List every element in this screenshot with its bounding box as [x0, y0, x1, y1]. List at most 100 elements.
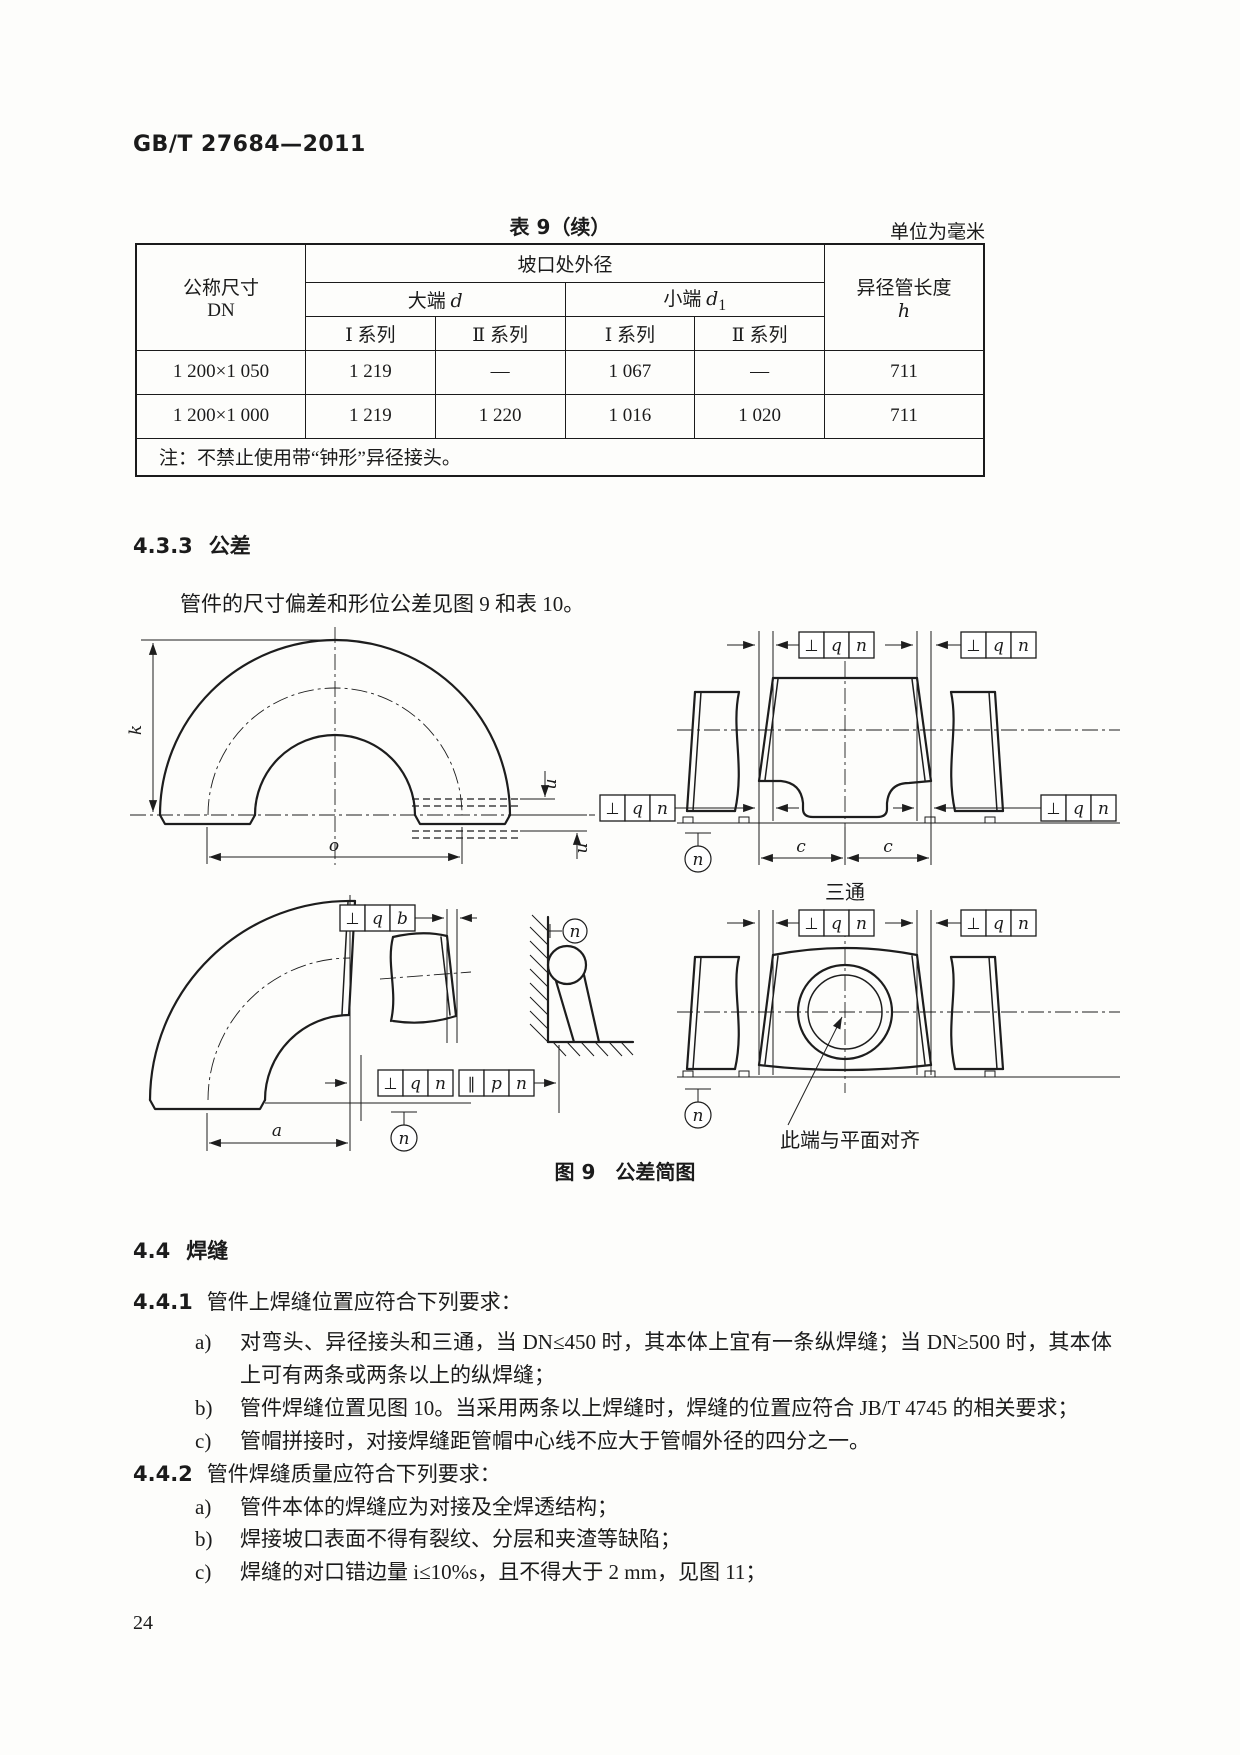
- datum-circle: n: [684, 832, 712, 873]
- svg-text:⊥: ⊥: [805, 636, 819, 655]
- svg-text:n: n: [856, 636, 867, 656]
- cell-s1: 1 067: [564, 349, 696, 395]
- col-header-big-end: 大端 d: [305, 281, 566, 317]
- figure-caption: 图 9 公差简图: [554, 1160, 696, 1184]
- cell-d1: 1 219: [305, 393, 436, 439]
- svg-text:n: n: [693, 1106, 704, 1126]
- svg-text:q: q: [993, 914, 1004, 934]
- table-note: 注：不禁止使用带“钟形”异径接头。: [135, 437, 985, 477]
- col-header-dn: 公称尺寸 DN: [135, 243, 306, 351]
- svg-text:n: n: [693, 850, 704, 870]
- cell-dn: 1 200×1 000: [135, 393, 306, 439]
- svg-text:⊥: ⊥: [346, 909, 360, 928]
- datum-circle: n: [390, 1111, 418, 1152]
- cell-d2: —: [434, 349, 566, 395]
- table-row: 1 200×1 000 1 219 1 220 1 016 1 020 711: [135, 393, 985, 439]
- col-header-series2: Ⅱ 系列: [694, 315, 825, 351]
- dim-label-k: k: [126, 725, 146, 735]
- list-item: c)管帽拼接时，对接焊缝距管帽中心线不应大于管帽外径的四分之一。: [195, 1429, 870, 1453]
- col-header-series2: Ⅱ 系列: [434, 315, 566, 351]
- dim-label-u: u: [541, 779, 561, 790]
- cell-s2: 1 020: [694, 393, 825, 439]
- datum-label: n: [570, 922, 581, 942]
- dim-label-c: c: [796, 837, 806, 857]
- svg-text:q: q: [632, 799, 643, 819]
- paragraph-4-3-3: 管件的尺寸偏差和形位公差见图 9 和表 10。: [180, 592, 585, 616]
- svg-text:q: q: [1073, 799, 1084, 819]
- col-header-length: 异径管长度 h: [824, 243, 985, 351]
- dim-label-a: a: [272, 1121, 282, 1141]
- svg-text:q: q: [831, 636, 842, 656]
- figure-9: k o u u: [126, 627, 1120, 1152]
- cell-s2: —: [694, 349, 825, 395]
- list-item: a)管件本体的焊缝应为对接及全焊透结构；: [195, 1495, 618, 1519]
- dim-label-c: c: [883, 837, 893, 857]
- svg-text:b: b: [397, 909, 408, 929]
- svg-text:n: n: [399, 1129, 410, 1149]
- cell-s1: 1 016: [564, 393, 696, 439]
- col-header-series1: Ⅰ 系列: [305, 315, 436, 351]
- svg-text:⊥: ⊥: [967, 914, 981, 933]
- svg-text:q: q: [372, 909, 383, 929]
- page-number: 24: [133, 1612, 153, 1634]
- svg-text:⊥: ⊥: [606, 799, 620, 818]
- cell-h: 711: [824, 349, 985, 395]
- standard-code: GB/T 27684—2011: [133, 132, 366, 157]
- svg-text:n: n: [856, 914, 867, 934]
- cell-dn: 1 200×1 050: [135, 349, 306, 395]
- table-note-row: 注：不禁止使用带“钟形”异径接头。: [135, 437, 985, 477]
- svg-text:⊥: ⊥: [1047, 799, 1061, 818]
- svg-text:q: q: [410, 1074, 421, 1094]
- svg-text:n: n: [1098, 799, 1109, 819]
- svg-text:q: q: [993, 636, 1004, 656]
- datum-circle: n: [684, 1088, 712, 1129]
- svg-text:n: n: [1018, 914, 1029, 934]
- dim-label-u: u: [572, 843, 592, 854]
- table-title: 表 9（续）: [509, 215, 611, 239]
- col-header-groove-od: 坡口处外径: [305, 243, 825, 283]
- figure-tee-side: 此端与平面对齐: [677, 910, 1120, 1152]
- svg-text:q: q: [831, 914, 842, 934]
- figure-tee-front: c c 三通: [675, 631, 1120, 904]
- svg-text:⊥: ⊥: [805, 914, 819, 933]
- list-item: b)管件焊缝位置见图 10。当采用两条以上焊缝时，焊缝的位置应符合 JB/T 4…: [195, 1396, 1079, 1420]
- col-header-series1: Ⅰ 系列: [564, 315, 696, 351]
- svg-text:n: n: [657, 799, 668, 819]
- col-header-small-end: 小端 d1: [564, 281, 825, 317]
- svg-text:n: n: [1018, 636, 1029, 656]
- figure-return-bend: k o u u: [126, 627, 595, 865]
- list-item: a)对弯头、异径接头和三通，当 DN≤450 时，其本体上宜有一条纵焊缝；当 D…: [195, 1330, 1112, 1387]
- table-9: 公称尺寸 DN 坡口处外径 异径管长度 h 大端 d 小端 d1 Ⅰ 系列 Ⅱ …: [135, 243, 985, 477]
- cell-d1: 1 219: [305, 349, 436, 395]
- table-unit-note: 单位为毫米: [889, 222, 985, 243]
- svg-text:n: n: [435, 1074, 446, 1094]
- align-note: 此端与平面对齐: [780, 1129, 920, 1152]
- svg-text:⊥: ⊥: [384, 1074, 398, 1093]
- svg-text:p: p: [491, 1074, 502, 1094]
- svg-text:⊥: ⊥: [967, 636, 981, 655]
- list-item: b)焊接坡口表面不得有裂纹、分层和夹渣等缺陷；: [195, 1527, 681, 1551]
- svg-text:∥: ∥: [468, 1074, 476, 1093]
- tee-label: 三通: [825, 881, 865, 904]
- svg-text:n: n: [516, 1074, 527, 1094]
- dim-label-o: o: [329, 836, 339, 856]
- table-row: 1 200×1 050 1 219 — 1 067 — 711: [135, 349, 985, 395]
- figure-elbow: a: [148, 895, 560, 1151]
- cell-d2: 1 220: [434, 393, 566, 439]
- figure-wall-datum: n: [529, 914, 635, 1057]
- cell-h: 711: [824, 393, 985, 439]
